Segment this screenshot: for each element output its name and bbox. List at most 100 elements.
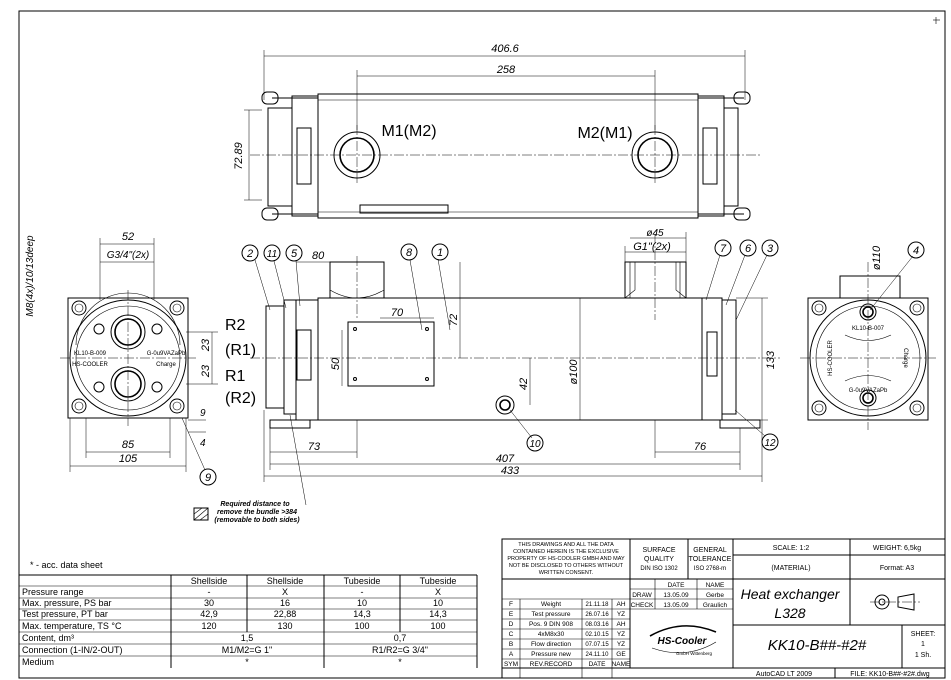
rev-rec: 4xM8x30	[538, 631, 565, 638]
cell: M1/M2=G 1"	[222, 645, 272, 655]
rev-sym: F	[509, 601, 513, 608]
draw-label: DRAW	[632, 592, 652, 599]
plate-text-left-3: HS-COOLER	[72, 362, 108, 368]
title-block: THIS DRAWINGS AND ALL THE DATA CONTAINED…	[501, 538, 946, 679]
rev-head-date: DATE	[589, 661, 607, 668]
dim-406: 406.6	[491, 43, 519, 55]
dim-70: 70	[391, 307, 404, 319]
balloon-2-label: 2	[246, 248, 253, 260]
rev-name: YZ	[617, 641, 625, 648]
draw-name: Gerbe	[706, 592, 724, 599]
plate-text-right-3: HS-COOLER	[828, 339, 834, 375]
balloons: 2 11 5 8 1 7 6 3 4 10 12 9	[181, 239, 925, 486]
check-date: 13.05.09	[663, 602, 689, 609]
dim-42: 42	[518, 378, 530, 390]
rev-name: AH	[616, 621, 625, 628]
row-label: Content, dm³	[22, 633, 74, 643]
balloon-12-label: 12	[764, 438, 776, 449]
cell: 22,88	[274, 609, 297, 619]
drawing-frame	[18, 10, 946, 679]
rev-date: 08.03.16	[585, 622, 609, 628]
balloon-7-label: 7	[720, 243, 727, 255]
check-label: CHECK	[631, 602, 654, 609]
balloon-5-label: 5	[291, 248, 298, 260]
cell: 120	[201, 621, 216, 631]
balloon-9-label: 9	[205, 472, 211, 484]
rev-sym: B	[509, 641, 513, 648]
cell: 10	[357, 598, 367, 608]
rev-name: YZ	[617, 611, 625, 618]
cell: 130	[277, 621, 292, 631]
tolerance-1: GENERAL	[693, 547, 727, 554]
rev-sym: C	[509, 631, 514, 638]
dim-52: 52	[122, 231, 134, 243]
cell: 100	[430, 621, 445, 631]
cell: 14,3	[429, 609, 447, 619]
plate-text-right-4: Charge	[902, 348, 908, 368]
nozzle-label-m1: M1(M2)	[381, 123, 436, 140]
format: Format: A3	[880, 565, 914, 572]
cell: 16	[280, 598, 290, 608]
cell: *	[398, 657, 402, 667]
date-head: DATE	[668, 582, 686, 589]
tolerance-2: TOLERANCE	[689, 556, 732, 563]
rev-sym: E	[509, 611, 514, 618]
dim-23-a: 23	[200, 338, 212, 352]
dim-72: 72	[448, 314, 460, 326]
rev-rec: Flow direction	[531, 641, 571, 648]
top-view: 406.6 258 72.89	[233, 43, 760, 221]
cell: 14,3	[353, 609, 371, 619]
logo-subtext: GmbH Wittenberg	[676, 651, 713, 656]
sheet-num: 1	[921, 641, 925, 648]
footnote: * - acc. data sheet	[30, 560, 103, 570]
nozzle-label-m2: M2(M1)	[577, 125, 632, 142]
dim-105: 105	[119, 453, 138, 465]
balloon-3-label: 3	[767, 243, 774, 255]
cell: 42,9	[200, 609, 218, 619]
dim-433: 433	[501, 465, 520, 477]
notice-line-5: WRITTEN CONSENT.	[539, 570, 594, 576]
plate-text-right-1: KL10-B-007	[852, 326, 885, 332]
row-label: Pressure range	[22, 587, 84, 597]
rev-head-rec: REV.RECORD	[530, 661, 573, 668]
file-name: FILE: KK10-B##-#2#.dwg	[850, 671, 929, 678]
right-end-view: KL10-B-007 G-0u9VAZaPb HS-COOLER Charge …	[800, 245, 936, 430]
cell: -	[361, 587, 364, 597]
col-head-3: Tubeside	[344, 576, 381, 586]
thread-depth-label: M8(4x)/10/13deep	[25, 235, 36, 317]
sheet-label: SHEET:	[911, 631, 936, 638]
note-line-3: (removable to both sides)	[214, 517, 300, 524]
title-line-2: L328	[774, 605, 805, 621]
thread-label-left: G3/4"(2x)	[107, 250, 149, 261]
row-label: Medium	[22, 657, 54, 667]
part-number: KK10-B##-#2#	[768, 637, 867, 654]
cell: 10	[433, 598, 443, 608]
surface-2: QUALITY	[644, 556, 674, 563]
balloon-11-label: 11	[267, 249, 277, 260]
port-r1: R1	[225, 368, 246, 385]
note-line-2: remove the bundle >384	[217, 509, 297, 516]
plate-text-left-4: Charge	[156, 362, 176, 368]
dim-76: 76	[694, 441, 707, 453]
plate-text-left-2: G-0u9VAZaPb	[147, 351, 186, 357]
notice-line-1: THIS DRAWINGS AND ALL THE DATA	[518, 542, 614, 548]
dim-73: 73	[308, 441, 321, 453]
corner-mark	[918, 10, 946, 38]
dim-133: 133	[765, 350, 777, 369]
notice-line-4: NOT BE DISCLOSED TO OTHERS WITHOUT	[509, 563, 624, 569]
surface-3: DIN ISO 1302	[640, 566, 678, 572]
port-r1-alt: (R2)	[225, 390, 256, 407]
sheet-total: 1 Sh.	[915, 652, 931, 659]
port-r2: R2	[225, 317, 246, 334]
rev-date: 24.11.10	[586, 652, 610, 658]
balloon-8-label: 8	[406, 247, 413, 259]
rev-date: 26.07.16	[585, 612, 609, 618]
rev-sym: D	[509, 621, 514, 628]
cell: 1,5	[241, 633, 254, 643]
dim-phi110: ø110	[871, 245, 883, 270]
rev-rec: Pressure new	[531, 651, 571, 658]
cell: *	[245, 657, 249, 667]
rev-head-sym: SYM	[504, 661, 518, 668]
note-line-1: Required distance to	[220, 501, 290, 508]
cell: 100	[354, 621, 369, 631]
